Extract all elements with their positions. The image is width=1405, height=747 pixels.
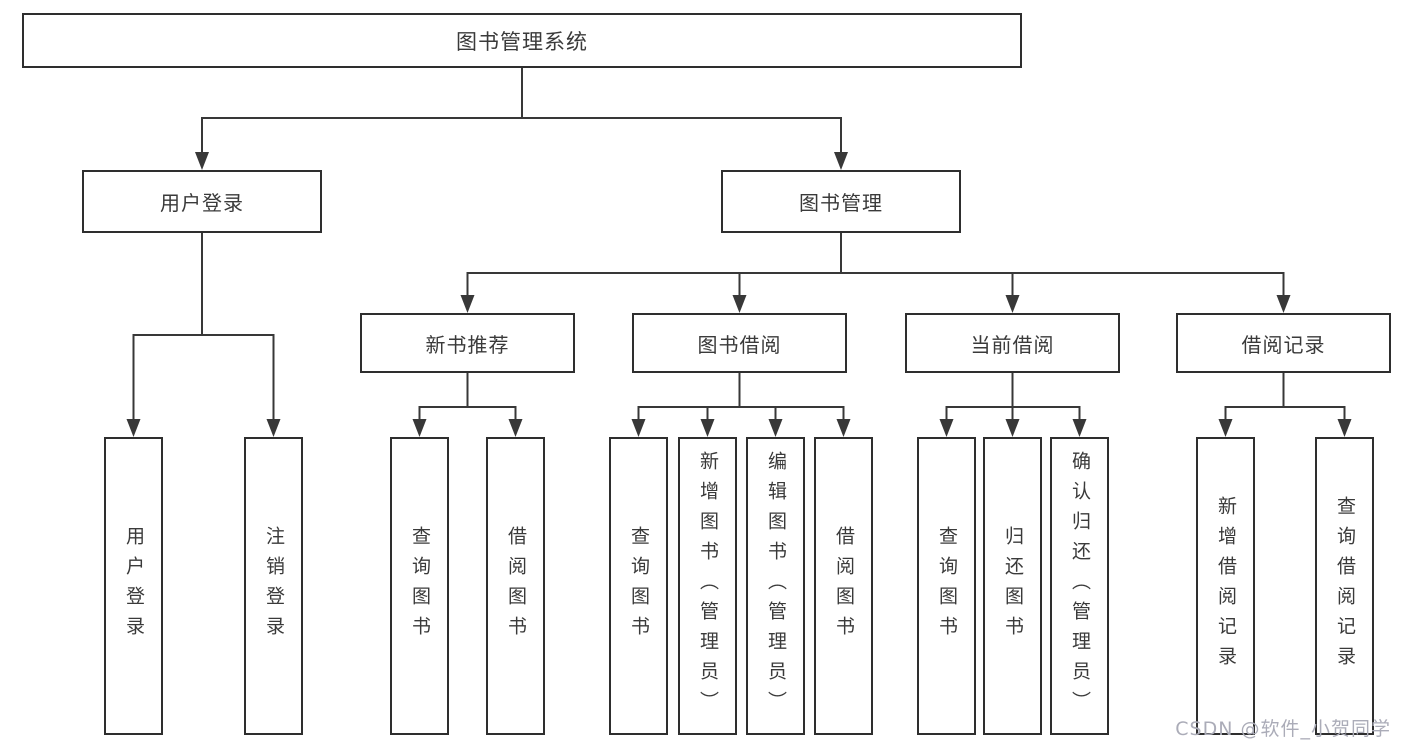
- leaf-user-login: 用户登录: [104, 437, 163, 735]
- arrowheads: [126, 152, 1352, 437]
- leaf-query-books-1: 查询图书: [390, 437, 449, 735]
- leaf-add-borrow-record: 新增借阅记录: [1196, 437, 1255, 735]
- node-library-system-label: 图书管理系统: [456, 29, 588, 54]
- leaf-edit-books-admin: 编辑图书（管理员）: [746, 437, 805, 735]
- leaf-query-borrow-record: 查询借阅记录: [1315, 437, 1374, 735]
- leaf-add-borrow-record-label: 新增借阅记录: [1215, 496, 1237, 676]
- leaf-query-books-3-label: 查询图书: [936, 526, 958, 646]
- node-book-borrowing: 图书借阅: [632, 313, 847, 373]
- node-new-book-recommendation-label: 新书推荐: [425, 332, 510, 357]
- node-book-management-label: 图书管理: [799, 191, 883, 215]
- node-library-system: 图书管理系统: [22, 13, 1022, 68]
- node-new-book-recommendation: 新书推荐: [360, 313, 575, 373]
- leaf-borrow-books-1-label: 借阅图书: [505, 526, 527, 646]
- leaf-return-books-label: 归还图书: [1002, 526, 1024, 646]
- leaf-edit-books-admin-label: 编辑图书（管理员）: [765, 451, 787, 721]
- leaf-return-books: 归还图书: [983, 437, 1042, 735]
- leaf-query-books-3: 查询图书: [917, 437, 976, 735]
- leaf-add-books-admin: 新增图书（管理员）: [678, 437, 737, 735]
- node-user-login-label: 用户登录: [160, 191, 244, 215]
- leaf-user-login-label: 用户登录: [123, 526, 145, 646]
- leaf-borrow-books-2-label: 借阅图书: [833, 526, 855, 646]
- leaf-query-books-2-label: 查询图书: [628, 526, 650, 646]
- node-book-borrowing-label: 图书借阅: [697, 332, 782, 357]
- node-borrowing-records: 借阅记录: [1176, 313, 1391, 373]
- leaf-query-books-2: 查询图书: [609, 437, 668, 735]
- leaf-add-books-admin-label: 新增图书（管理员）: [697, 451, 719, 721]
- csdn-watermark: CSDN @软件_小贺同学: [1175, 718, 1391, 740]
- node-user-login: 用户登录: [82, 170, 322, 233]
- leaf-confirm-return-admin: 确认归还（管理员）: [1050, 437, 1109, 735]
- leaf-borrow-books-1: 借阅图书: [486, 437, 545, 735]
- leaf-borrow-books-2: 借阅图书: [814, 437, 873, 735]
- node-borrowing-records-label: 借阅记录: [1241, 332, 1326, 357]
- leaf-confirm-return-admin-label: 确认归还（管理员）: [1069, 451, 1091, 721]
- leaf-logout: 注销登录: [244, 437, 303, 735]
- leaf-query-books-1-label: 查询图书: [409, 526, 431, 646]
- node-current-borrowing: 当前借阅: [905, 313, 1120, 373]
- leaf-query-borrow-record-label: 查询借阅记录: [1334, 496, 1356, 676]
- node-current-borrowing-label: 当前借阅: [970, 332, 1055, 357]
- leaf-logout-label: 注销登录: [263, 526, 285, 646]
- node-book-management: 图书管理: [721, 170, 961, 233]
